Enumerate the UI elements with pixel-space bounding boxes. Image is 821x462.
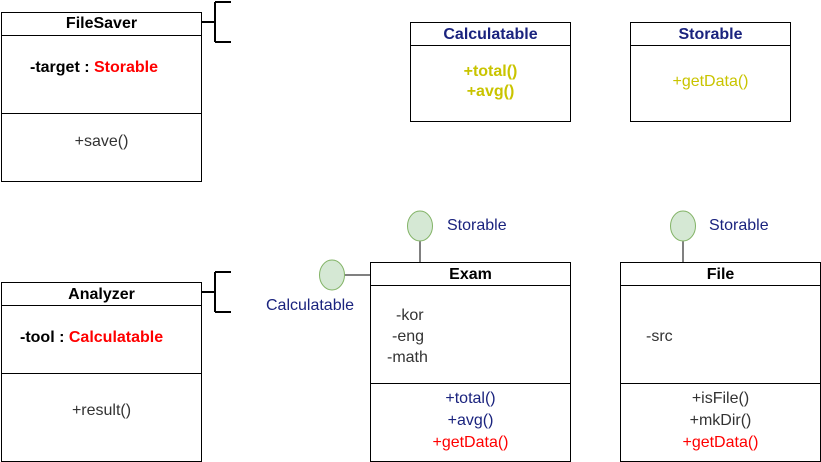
analyzer-method: +result() bbox=[71, 402, 132, 419]
exam-method: +total() bbox=[445, 390, 496, 407]
filesaver-field-type: Storable bbox=[94, 59, 159, 76]
filesaver-method: +save() bbox=[74, 133, 129, 150]
calculatable-title: Calculatable bbox=[411, 23, 570, 46]
calculatable-interface[interactable]: Calculatable +total() +avg() bbox=[410, 22, 571, 122]
exam-field: -eng bbox=[392, 328, 425, 345]
storable-title: Storable bbox=[631, 23, 790, 46]
storable-interface[interactable]: Storable +getData() bbox=[630, 22, 791, 122]
file-title: File bbox=[621, 263, 820, 286]
file-method: +isFile() bbox=[691, 390, 750, 407]
filesaver-title: FileSaver bbox=[2, 13, 201, 36]
filesaver-fields: -target : Storable bbox=[2, 35, 201, 114]
exam-storable-lollipop bbox=[407, 210, 433, 242]
analyzer-field-name: -tool : bbox=[20, 329, 69, 346]
file-method: +mkDir() bbox=[689, 412, 752, 429]
file-field: -src bbox=[646, 328, 673, 345]
filesaver-field-name: -target : bbox=[30, 59, 94, 76]
file-storable-label: Storable bbox=[709, 217, 769, 234]
exam-field: -kor bbox=[396, 307, 424, 324]
exam-calculatable-lollipop bbox=[319, 259, 345, 291]
analyzer-field: -tool : Calculatable bbox=[20, 328, 163, 348]
exam-title: Exam bbox=[371, 263, 570, 286]
analyzer-fields: -tool : Calculatable bbox=[2, 305, 201, 374]
file-fields: -src bbox=[621, 285, 820, 384]
analyzer-title: Analyzer bbox=[2, 283, 201, 306]
analyzer-connector bbox=[202, 271, 231, 313]
exam-calculatable-label: Calculatable bbox=[266, 297, 355, 314]
calculatable-method: +avg() bbox=[466, 83, 515, 100]
analyzer-class[interactable]: Analyzer -tool : Calculatable +result() bbox=[1, 282, 202, 462]
exam-fields: -kor -eng -math bbox=[371, 285, 570, 384]
file-class[interactable]: File -src +isFile() +mkDir() +getData() bbox=[620, 262, 821, 462]
file-method: +getData() bbox=[682, 434, 759, 451]
exam-method: +avg() bbox=[447, 412, 494, 429]
exam-class[interactable]: Exam -kor -eng -math +total() +avg() +ge… bbox=[370, 262, 571, 462]
storable-method: +getData() bbox=[672, 73, 749, 90]
filesaver-connector bbox=[202, 1, 231, 43]
analyzer-field-type: Calculatable bbox=[68, 329, 164, 346]
calculatable-method: +total() bbox=[463, 63, 518, 80]
file-storable-lollipop bbox=[670, 210, 696, 242]
exam-field: -math bbox=[387, 349, 428, 366]
filesaver-class[interactable]: FileSaver -target : Storable +save() bbox=[1, 12, 202, 182]
exam-storable-label: Storable bbox=[447, 217, 507, 234]
filesaver-field: -target : Storable bbox=[30, 58, 158, 78]
exam-method: +getData() bbox=[432, 434, 509, 451]
